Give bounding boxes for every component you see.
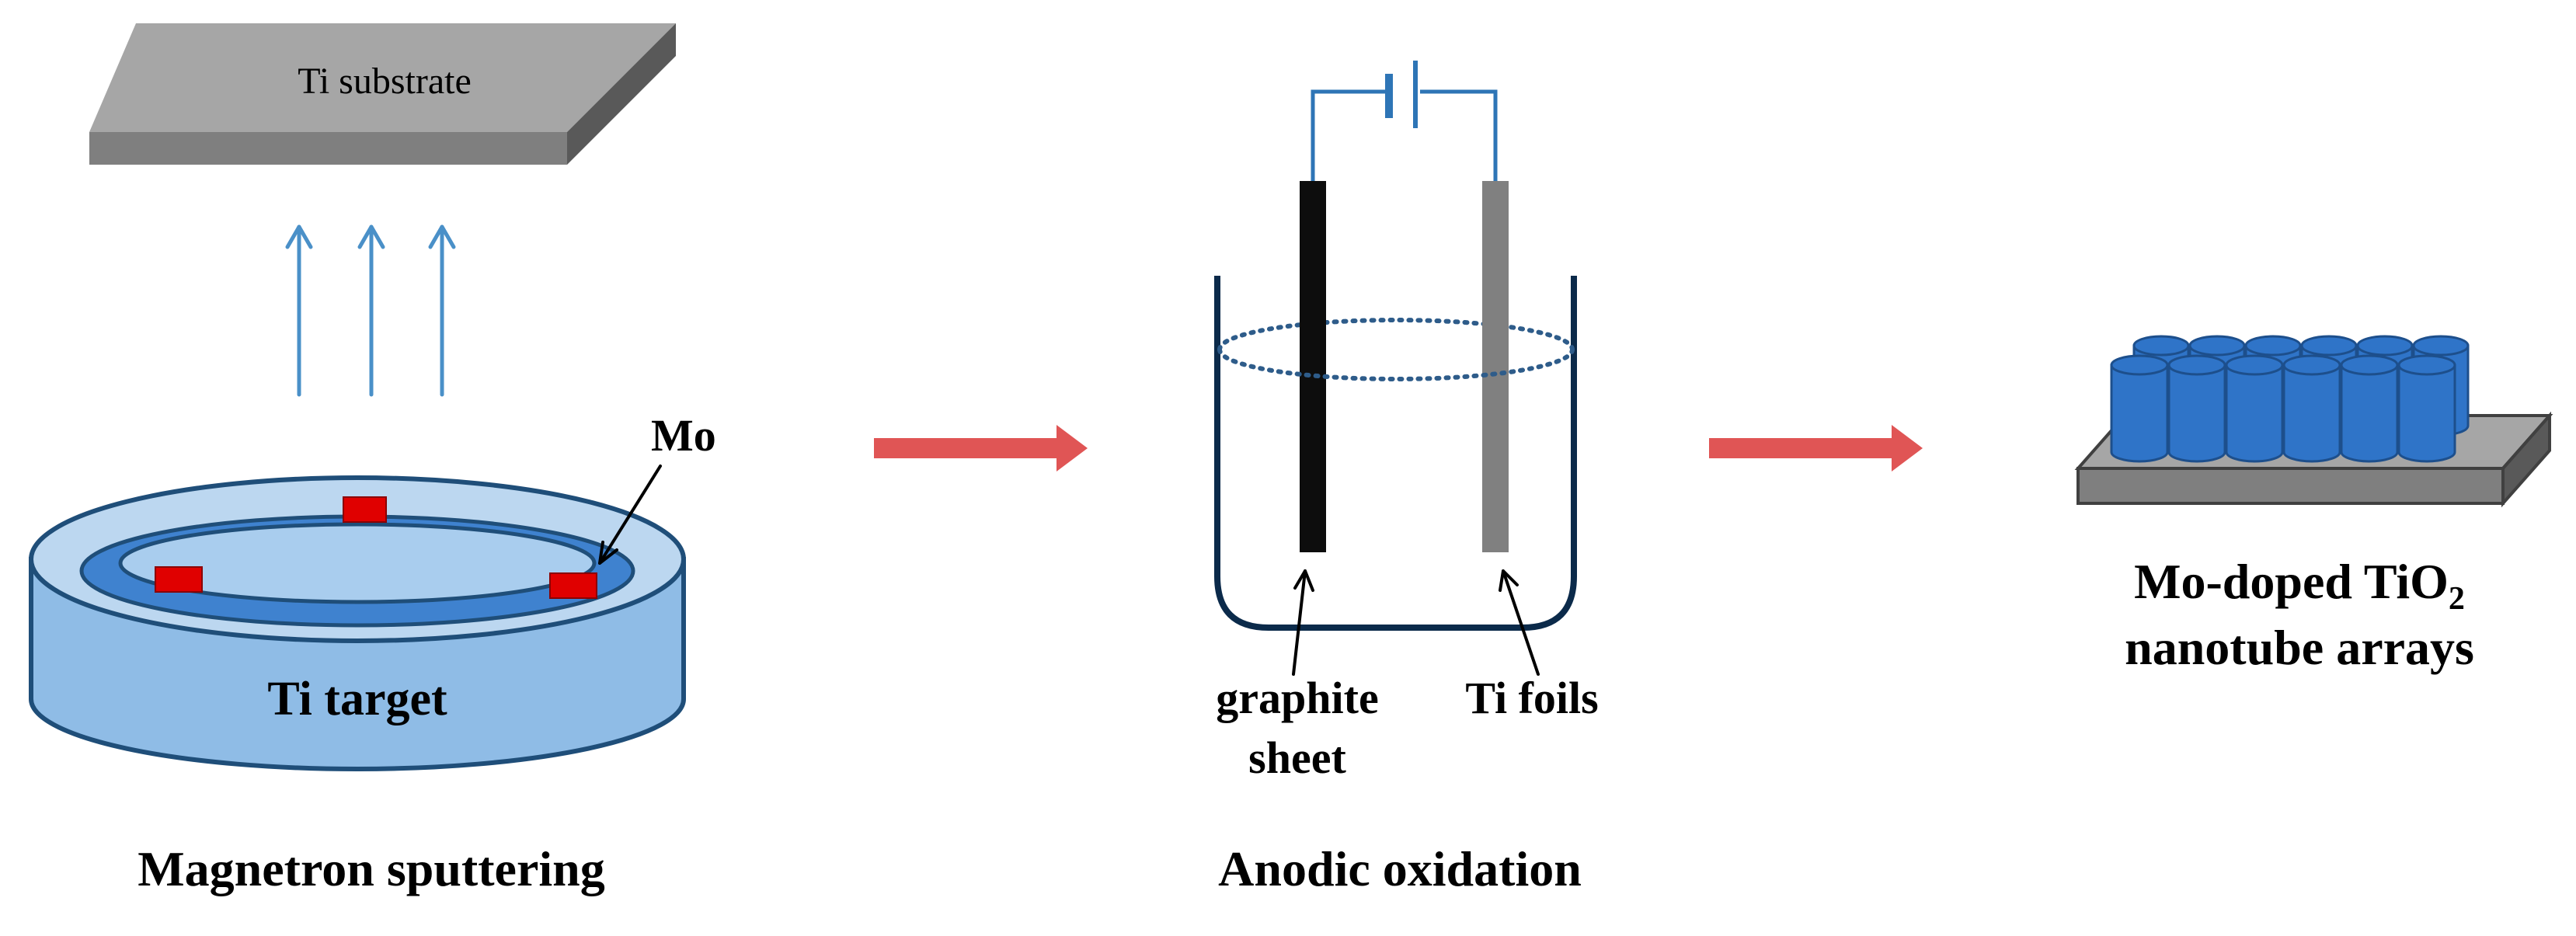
stage-magnetron-sputtering: Ti substrate: [29, 23, 716, 896]
substrate-top-face: [89, 23, 676, 132]
graphite-label-line2: sheet: [1248, 732, 1346, 783]
mo-piece: [343, 496, 387, 523]
ti-substrate: Ti substrate: [89, 23, 676, 165]
wire-right: [1420, 89, 1498, 183]
ti-target: Ti target: [29, 475, 686, 771]
nanotube: [2282, 354, 2341, 463]
upward-arrow-icon: [285, 224, 313, 397]
step1-caption: Magnetron sputtering: [138, 841, 604, 896]
product-label-main: Mo-doped TiO: [2134, 554, 2449, 609]
nanotube: [2225, 354, 2284, 463]
electrolyte-level-back: [1217, 318, 1575, 352]
circuit: [1311, 61, 1498, 183]
substrate-front-face: [89, 132, 567, 165]
ti-foils-label: Ti foils: [1465, 673, 1598, 723]
target-label: Ti target: [267, 673, 447, 725]
nanotube: [2167, 354, 2226, 463]
mo-piece: [549, 572, 597, 599]
ti-foils-pointer-arrow: [1499, 569, 1540, 676]
upward-arrows: [285, 224, 456, 397]
nanotube: [2397, 354, 2456, 463]
graphite-electrode: [1300, 181, 1326, 552]
mo-piece: [155, 566, 203, 593]
mo-label: Mo: [651, 410, 716, 461]
graphite-label-line1: graphite: [1216, 673, 1378, 723]
platform-side: [2501, 411, 2551, 508]
electrolyte-level-front: [1217, 347, 1575, 381]
platform-front: [2076, 467, 2505, 505]
nanotube: [2340, 354, 2399, 463]
product-label-line2: nanotube arrays: [2125, 620, 2474, 675]
nanotube: [2110, 354, 2169, 463]
product-label-subscript: 2: [2449, 581, 2465, 617]
stage-product: Mo-doped TiO2 nanotube arrays: [2074, 335, 2553, 675]
substrate-side-face: [567, 23, 676, 165]
stage-anodic-oxidation: graphite sheet Ti foils Anodic oxidation: [1214, 61, 1599, 896]
ti-electrode: [1482, 181, 1509, 552]
beaker: [1214, 276, 1577, 631]
process-arrow-icon: [874, 425, 1088, 471]
upward-arrow-icon: [357, 224, 385, 397]
substrate-label: Ti substrate: [298, 61, 472, 102]
target-inner-face: [118, 522, 597, 604]
nanotube-array: [2110, 335, 2470, 463]
upward-arrow-icon: [428, 224, 456, 397]
process-arrow-icon: [1709, 425, 1923, 471]
mo-pointer-arrow: [598, 465, 662, 565]
graphite-pointer-arrow: [1292, 569, 1314, 676]
wire-left: [1311, 89, 1387, 183]
step2-caption: Anodic oxidation: [1218, 841, 1582, 896]
battery-icon: [1385, 61, 1418, 128]
product-label-line1: Mo-doped TiO2: [2134, 554, 2465, 617]
